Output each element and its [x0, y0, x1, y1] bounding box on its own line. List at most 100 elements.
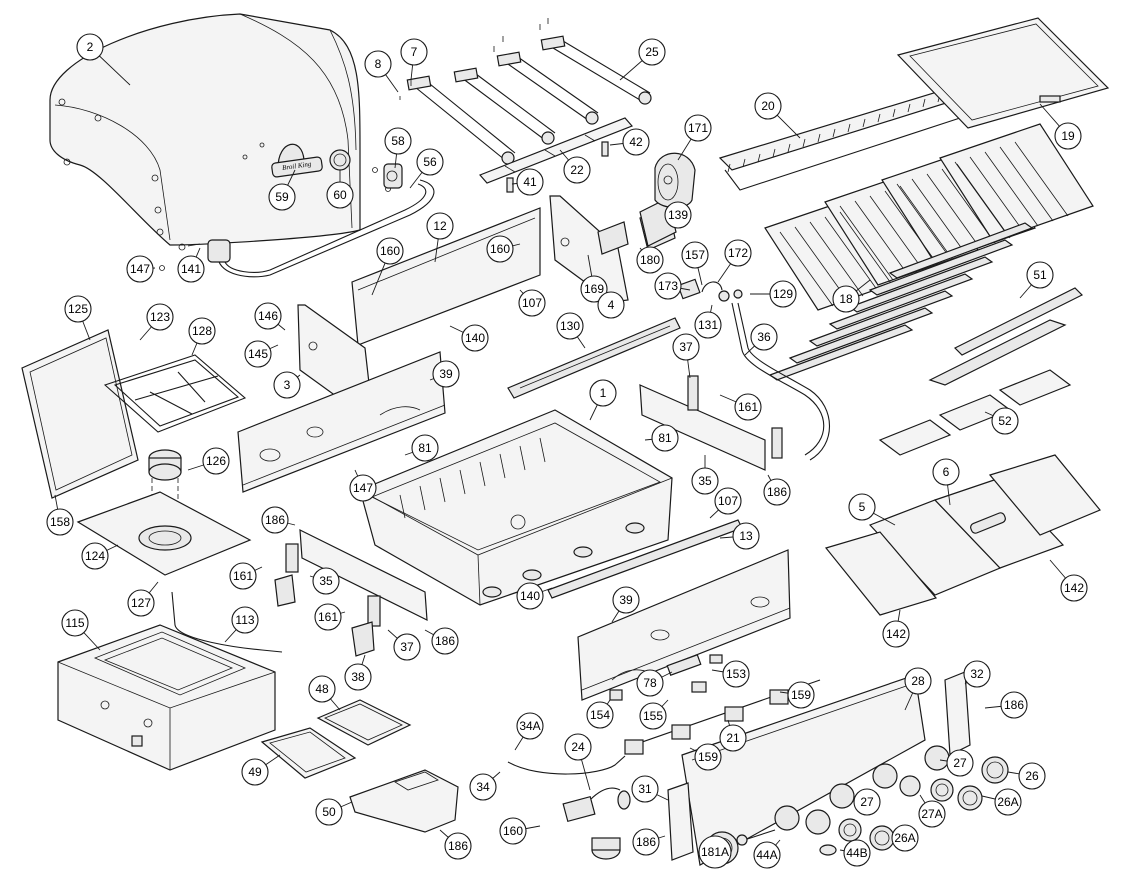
- callout-circle: [1018, 762, 1046, 790]
- callout-label: 35: [319, 574, 333, 588]
- callout-circle: [632, 828, 660, 856]
- side-rail-35-left: [274, 528, 428, 657]
- callout-label: 41: [523, 175, 537, 189]
- callout-circle: [76, 33, 104, 61]
- callout-circle: [364, 50, 392, 78]
- callout-label: 34: [476, 780, 490, 794]
- callout-circle: [769, 280, 797, 308]
- callout-13: 13: [732, 522, 760, 550]
- callout-label: 81: [658, 431, 672, 445]
- callout-label: 160: [490, 242, 510, 256]
- callout-115: 115: [61, 609, 89, 637]
- callout-label: 159: [791, 688, 811, 702]
- callout-circle: [244, 340, 272, 368]
- callout-label: 154: [590, 708, 610, 722]
- callout-circle: [580, 275, 608, 303]
- callout-label: 26A: [997, 795, 1018, 809]
- callout-48: 48: [308, 675, 336, 703]
- igniter-wire: [171, 591, 283, 653]
- callout-186: 186: [763, 478, 791, 506]
- callout-130: 130: [556, 312, 584, 340]
- callout-37: 37: [672, 333, 700, 361]
- side-rail-35-right: [639, 375, 783, 471]
- callout-34A: 34A: [516, 712, 544, 740]
- callout-circle: [229, 562, 257, 590]
- callout-12: 12: [426, 212, 454, 240]
- callout-39: 39: [612, 586, 640, 614]
- callout-20: 20: [754, 92, 782, 120]
- callout-160: 160: [486, 235, 514, 263]
- callout-circle: [636, 669, 664, 697]
- callout-circle: [564, 733, 592, 761]
- callout-186: 186: [431, 627, 459, 655]
- callout-circle: [843, 839, 871, 867]
- callout-label: 140: [465, 331, 485, 345]
- back-panel-39: [237, 351, 446, 493]
- callout-label: 160: [503, 824, 523, 838]
- callout-label: 186: [435, 634, 455, 648]
- callout-37: 37: [393, 633, 421, 661]
- callout-circle: [461, 324, 489, 352]
- callout-label: 107: [522, 296, 542, 310]
- callout-label: 18: [839, 292, 853, 306]
- callout-label: 128: [192, 324, 212, 338]
- callout-label: 129: [773, 287, 793, 301]
- cooking-grids: [764, 123, 1094, 311]
- callout-145: 145: [244, 340, 272, 368]
- callout-circle: [994, 788, 1022, 816]
- callout-label: 3: [284, 378, 291, 392]
- callout-circle: [146, 303, 174, 331]
- callout-circle: [486, 235, 514, 263]
- callout-circle: [411, 434, 439, 462]
- callout-label: 19: [1061, 129, 1075, 143]
- ignition-module: [507, 755, 631, 860]
- callout-153: 153: [722, 660, 750, 688]
- callout-circle: [654, 272, 682, 300]
- callout-circle: [344, 663, 372, 691]
- callout-128: 128: [188, 317, 216, 345]
- callout-181A: 181A: [698, 835, 732, 869]
- callout-circle: [684, 114, 712, 142]
- side-trim-31: [667, 782, 694, 861]
- callout-circle: [177, 255, 205, 283]
- callout-label: 171: [688, 121, 708, 135]
- callout-label: 50: [322, 805, 336, 819]
- callout-186: 186: [444, 832, 472, 860]
- control-panel-28: [681, 674, 950, 866]
- callout-label: 161: [233, 569, 253, 583]
- callout-142: 142: [1060, 574, 1088, 602]
- callout-label: 52: [998, 414, 1012, 428]
- callout-circle: [636, 246, 664, 274]
- callout-131: 131: [694, 311, 722, 339]
- callout-circle: [1026, 261, 1054, 289]
- callout-label: 56: [423, 155, 437, 169]
- callout-circle: [431, 627, 459, 655]
- callout-label: 28: [911, 674, 925, 688]
- callout-146: 146: [254, 302, 282, 330]
- callout-label: 13: [739, 529, 753, 543]
- callout-label: 186: [767, 485, 787, 499]
- callout-label: 7: [411, 45, 418, 59]
- callout-159: 159: [787, 681, 815, 709]
- callout-circle: [308, 675, 336, 703]
- callout-circle: [349, 474, 377, 502]
- callout-38: 38: [344, 663, 372, 691]
- callout-26: 26: [1018, 762, 1046, 790]
- callout-50: 50: [315, 798, 343, 826]
- callout-circle: [432, 360, 460, 388]
- callout-186: 186: [1000, 691, 1028, 719]
- callout-label: 159: [698, 750, 718, 764]
- callout-circle: [612, 586, 640, 614]
- callout-169: 169: [580, 275, 608, 303]
- callout-125: 125: [64, 295, 92, 323]
- callout-label: 161: [318, 610, 338, 624]
- callout-circle: [698, 835, 732, 869]
- callout-circle: [563, 156, 591, 184]
- callout-circle: [734, 393, 762, 421]
- callout-label: 51: [1033, 268, 1047, 282]
- callout-label: 24: [571, 740, 585, 754]
- callout-56: 56: [416, 148, 444, 176]
- front-panel-39: [577, 549, 791, 701]
- callout-label: 157: [685, 248, 705, 262]
